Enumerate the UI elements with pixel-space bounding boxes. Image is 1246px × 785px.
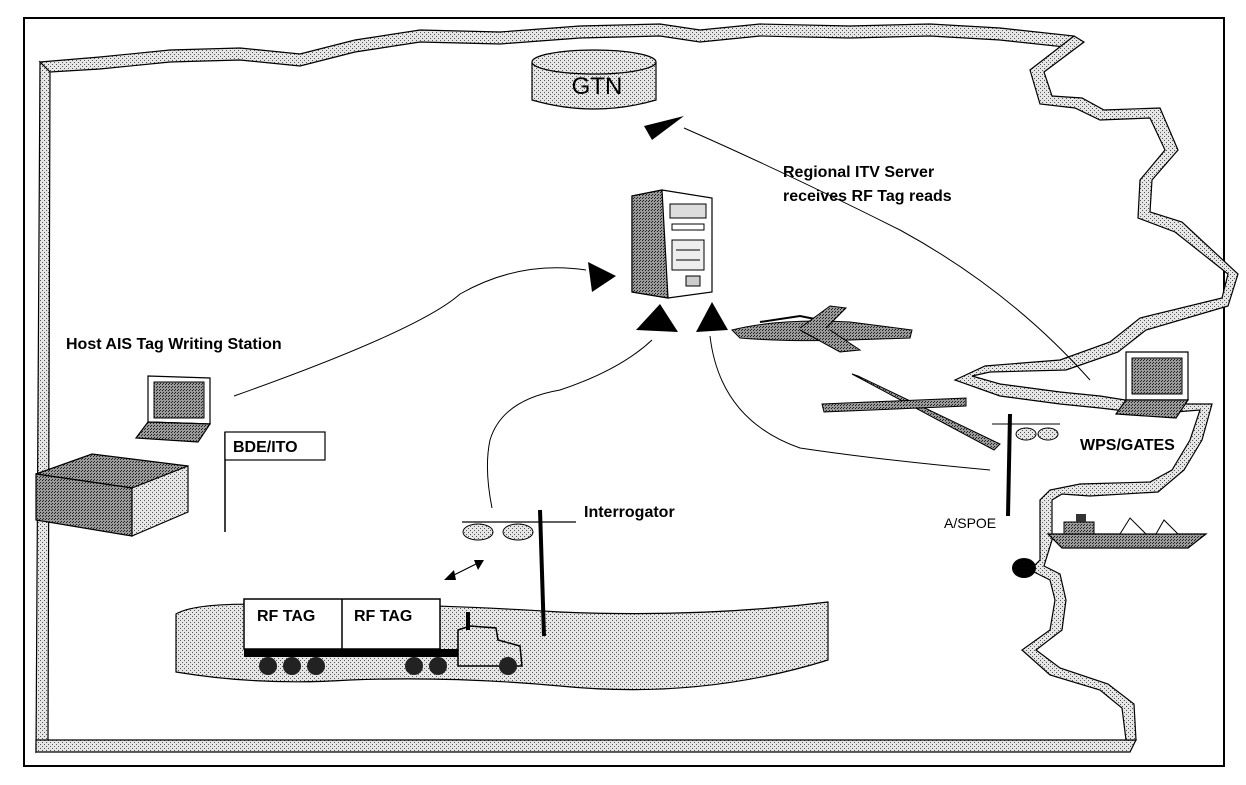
wps-gates-label: WPS/GATES [1080,437,1175,454]
connections [233,127,1091,509]
server-icon [631,189,713,299]
server-label-line1: Regional ITV Server [783,164,934,181]
interrogator-label: Interrogator [584,504,675,521]
arrow-aspoe-to-server [696,302,728,332]
rf-tag-label-1: RF TAG [257,608,315,625]
link-host-to-server [233,267,587,397]
rf-read-arrow [444,560,484,580]
arrow-interrogator-to-server [636,304,678,332]
truck-icon: RF TAG RF TAG [243,598,523,675]
interrogator-pole [462,509,576,637]
building-icon [35,453,189,537]
runway-icon [821,373,1001,451]
server-label-line2: receives RF Tag reads [783,188,952,205]
aircraft-icon [731,305,913,353]
outer-frame [23,17,1225,767]
link-aspoe-to-server [709,335,991,471]
bde-ito-label: BDE/ITO [233,439,298,456]
host-station-label: Host AIS Tag Writing Station [66,336,282,353]
bde-ito-sign: BDE/ITO [224,431,326,532]
aspoe-pole [992,413,1060,517]
laptop-icon-host [134,375,212,443]
link-wps-to-gtn [683,127,1091,381]
arrow-host-to-server [588,262,616,292]
aspoe-label: A/SPOE [944,515,996,531]
rf-tag-label-2: RF TAG [354,608,412,625]
gtn-label: GTN [572,73,623,100]
arrow-to-gtn [644,116,684,140]
gtn-database-icon: GTN [531,49,657,110]
ship-icon [1046,514,1208,549]
link-interrogator-to-server [486,339,653,509]
map-border [35,23,1239,754]
port-marker [1012,558,1036,578]
laptop-icon-wps [1114,351,1190,419]
